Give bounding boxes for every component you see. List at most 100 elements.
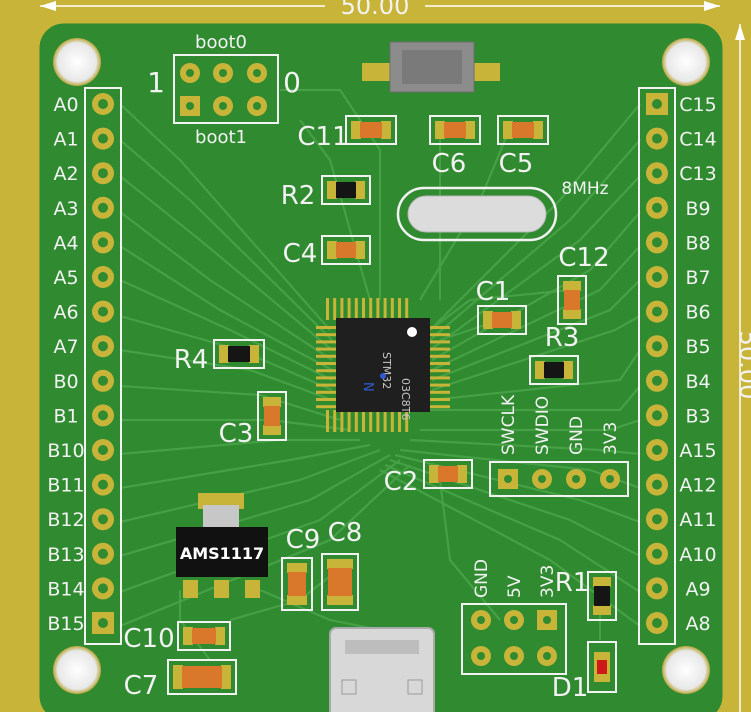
power-label: 5V bbox=[505, 575, 525, 598]
swd-label: SWCLK bbox=[499, 394, 519, 455]
header-label: B14 bbox=[47, 578, 84, 600]
r1-label: R1 bbox=[555, 568, 590, 598]
swd-header: SWCLK SWDIO GND 3V3 bbox=[498, 394, 621, 489]
dimension-right: 50.00 bbox=[734, 24, 751, 712]
led-d1 bbox=[587, 641, 617, 693]
right-header-frame bbox=[638, 87, 676, 645]
c4-label: C4 bbox=[283, 239, 318, 269]
header-label: B1 bbox=[53, 405, 78, 427]
header-label: A2 bbox=[53, 163, 78, 185]
c9-label: C9 bbox=[286, 525, 321, 555]
header-label: A12 bbox=[679, 475, 716, 497]
passive-outline bbox=[345, 115, 397, 145]
passive-outline bbox=[321, 235, 371, 265]
boot1-label: boot1 bbox=[195, 127, 247, 148]
power-header: GND 5V 3V3 bbox=[471, 559, 558, 666]
header-label: B9 bbox=[685, 198, 710, 220]
power-label: GND bbox=[472, 559, 492, 598]
header-label: A11 bbox=[679, 509, 716, 531]
header-label: A8 bbox=[685, 613, 710, 635]
swd-label: 3V3 bbox=[601, 422, 621, 455]
r3-label: R3 bbox=[545, 323, 580, 353]
header-label: B4 bbox=[685, 371, 710, 393]
passive-outline bbox=[423, 459, 473, 489]
passive-outline bbox=[257, 391, 287, 441]
boot-jumper: boot0 boot1 1 0 bbox=[147, 32, 301, 148]
d1-label: D1 bbox=[552, 673, 589, 703]
header-label: A6 bbox=[53, 302, 78, 324]
c8-label: C8 bbox=[328, 518, 363, 548]
header-label: A10 bbox=[679, 544, 716, 566]
swd-label: GND bbox=[567, 416, 587, 455]
c12-label: C12 bbox=[558, 243, 609, 273]
crystal-8mhz: 8MHz bbox=[396, 179, 609, 242]
header-label: A0 bbox=[53, 94, 78, 116]
mounting-hole bbox=[53, 38, 101, 86]
boot-digit-one: 1 bbox=[147, 66, 165, 99]
passive-outline bbox=[321, 553, 359, 611]
mcu-chip: STM32 03C8T6 N bbox=[316, 298, 450, 432]
passive-outline bbox=[497, 115, 549, 145]
passive-outline bbox=[213, 339, 265, 369]
r4-label: R4 bbox=[174, 345, 209, 375]
r2-label: R2 bbox=[281, 181, 316, 211]
dimension-top: 50.00 bbox=[40, 0, 720, 20]
header-label: B10 bbox=[47, 440, 84, 462]
dimension-top-label: 50.00 bbox=[341, 0, 410, 20]
passive-components bbox=[167, 115, 617, 695]
c11-label: C11 bbox=[297, 122, 348, 152]
swd-label: SWDIO bbox=[533, 396, 553, 455]
passive-outline bbox=[429, 115, 481, 145]
power-label: 3V3 bbox=[538, 565, 558, 598]
passive-outline bbox=[321, 175, 371, 205]
header-label: C14 bbox=[679, 129, 716, 151]
header-label: C13 bbox=[679, 163, 716, 185]
c1-label: C1 bbox=[476, 277, 511, 307]
header-label: B3 bbox=[685, 405, 710, 427]
header-label: A1 bbox=[53, 129, 78, 151]
mounting-hole bbox=[662, 646, 710, 694]
copper-traces bbox=[119, 88, 641, 661]
c2-label: C2 bbox=[384, 467, 419, 497]
header-label: B6 bbox=[685, 302, 710, 324]
passive-outline bbox=[177, 621, 231, 651]
header-label: A3 bbox=[53, 198, 78, 220]
header-label: A5 bbox=[53, 267, 78, 289]
header-label: A4 bbox=[53, 232, 78, 254]
header-label: B15 bbox=[47, 613, 84, 635]
passive-outline bbox=[477, 305, 527, 335]
power-header-frame bbox=[461, 603, 567, 675]
crystal-label: 8MHz bbox=[561, 179, 608, 199]
c7-label: C7 bbox=[124, 671, 159, 701]
dimension-right-label: 50.00 bbox=[734, 331, 751, 400]
header-label: B13 bbox=[47, 544, 84, 566]
mounting-hole bbox=[53, 646, 101, 694]
header-label: C15 bbox=[679, 94, 716, 116]
header-label: B8 bbox=[685, 232, 710, 254]
header-label: B0 bbox=[53, 371, 78, 393]
header-label: A15 bbox=[679, 440, 716, 462]
header-label: B7 bbox=[685, 267, 710, 289]
mcu-text-line2: 03C8T6 bbox=[399, 378, 412, 420]
c5-label: C5 bbox=[499, 149, 534, 179]
c6-label: C6 bbox=[432, 149, 467, 179]
passive-outline bbox=[557, 275, 587, 325]
header-label: B5 bbox=[685, 336, 710, 358]
header-label: A7 bbox=[53, 336, 78, 358]
c3-label: C3 bbox=[219, 419, 254, 449]
reset-button bbox=[362, 41, 500, 93]
boot0-label: boot0 bbox=[195, 32, 247, 53]
passive-outline bbox=[281, 557, 313, 611]
mcu-text-line1: STM32 bbox=[380, 352, 393, 389]
mounting-hole bbox=[662, 38, 710, 86]
regulator-label: AMS1117 bbox=[180, 544, 264, 563]
passive-outline bbox=[167, 659, 237, 695]
swd-header-frame bbox=[489, 461, 629, 497]
left-header-frame bbox=[84, 87, 122, 645]
c10-label: C10 bbox=[123, 624, 174, 654]
header-label: B12 bbox=[47, 509, 84, 531]
passive-outline bbox=[587, 571, 617, 621]
